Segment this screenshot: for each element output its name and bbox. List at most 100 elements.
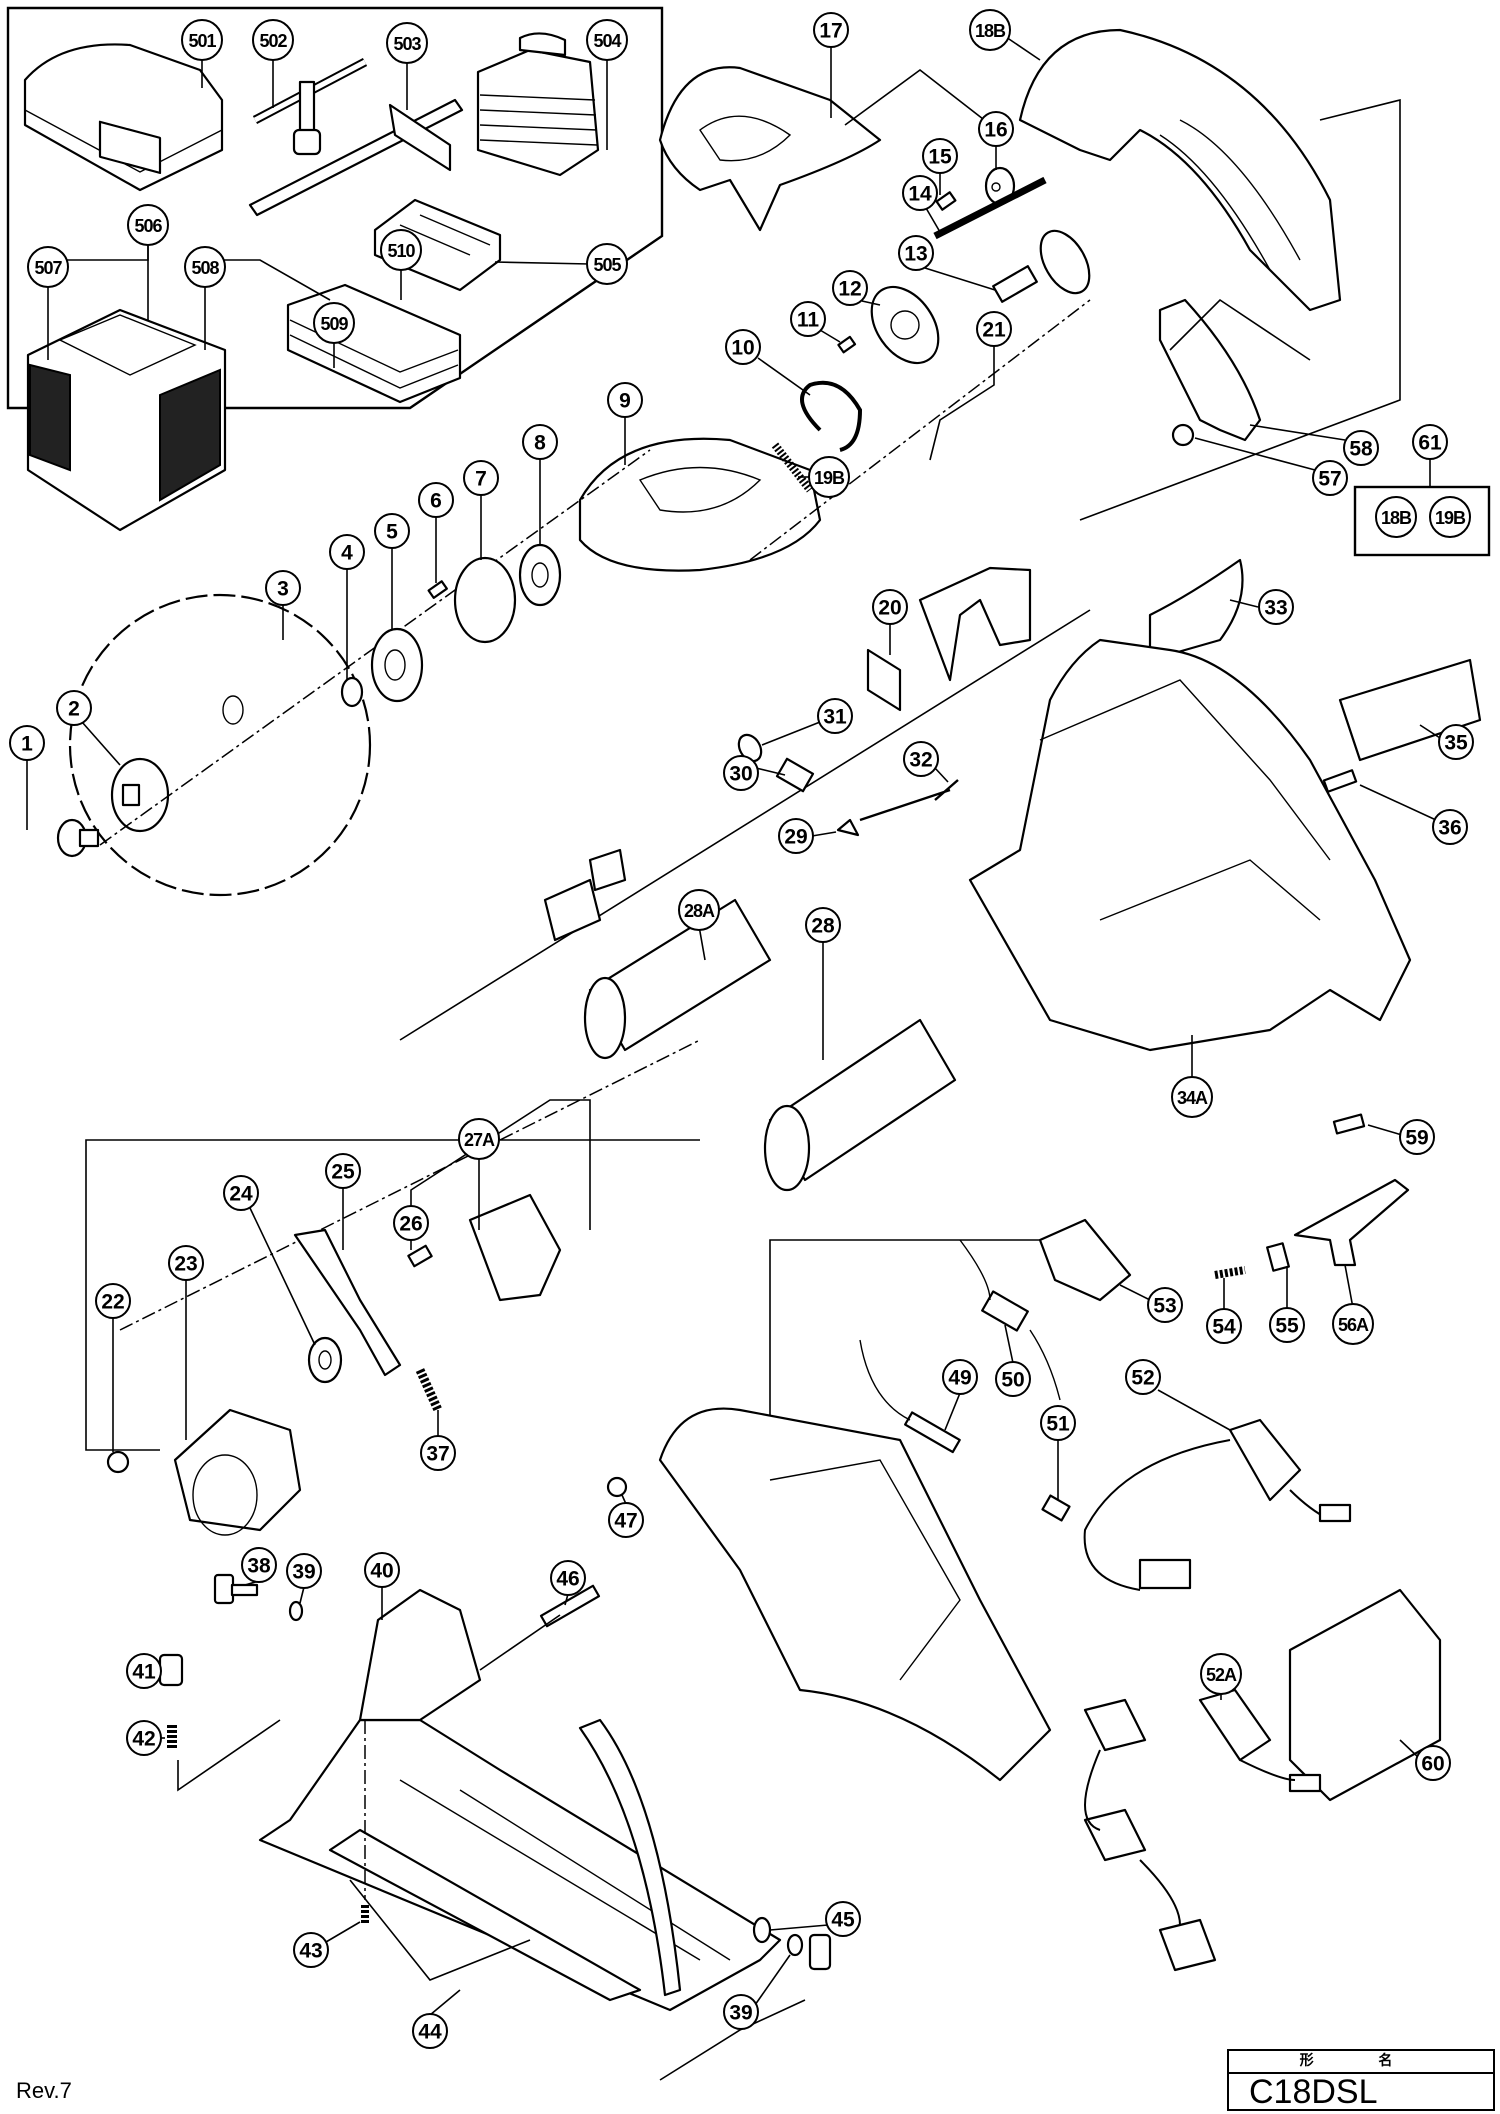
part-4-washer [340,568,364,708]
revision-label: Rev.7 [16,2078,72,2103]
callout-circle [95,1283,131,1319]
callout-label: 18B [1381,508,1412,528]
title-block: 形 名 C18DSL [1227,2049,1495,2111]
callout-508: 508 [184,246,226,288]
callout-circle [976,311,1012,347]
callout-504: 504 [586,19,628,61]
callout-circle [586,19,628,61]
callout-label: 61 [1418,432,1442,455]
callout-61: 61 [1412,424,1448,460]
callout-label: 47 [614,1510,637,1533]
callout-circle [1375,496,1417,538]
callout-label: 505 [593,255,621,275]
callout-40: 40 [364,1552,400,1588]
callout-label: 501 [188,31,216,51]
callout-label: 502 [259,31,287,51]
callout-circle [380,229,422,271]
callout-label: 42 [132,1728,155,1751]
callout-label: 50 [1001,1369,1024,1392]
part-2-outer-washer [81,721,170,833]
callout-circle [790,301,826,337]
callout-11: 11 [790,301,826,337]
callout-label: 11 [797,309,820,332]
callout-circle [1412,424,1448,460]
callout-circle [1343,430,1379,466]
part-23-gear-cover [173,1279,302,1536]
callout-label: 51 [1046,1413,1070,1436]
callout-14: 14 [902,175,938,211]
callout-circle [1171,1076,1213,1118]
callout-circle [126,1720,162,1756]
callout-circle [1206,1308,1242,1344]
part-52-harness [1083,1389,1352,1591]
callout-circle [586,243,628,285]
part-54-spring [1214,1266,1246,1310]
callout-52A: 52A [1200,1653,1242,1695]
callout-circle [903,741,939,777]
callout-label: 13 [904,243,927,266]
callout-label: 38 [247,1555,271,1578]
callout-circle [329,534,365,570]
callout-label: 17 [819,20,842,43]
callout-45: 45 [825,1901,861,1937]
guard-axis-line [749,299,1091,561]
callout-57: 57 [1312,460,1348,496]
callout-label: 22 [101,1291,124,1314]
part-59-label [1332,1113,1403,1136]
callout-3: 3 [265,570,301,606]
callout-label: 57 [1318,468,1341,491]
part-28-motor [763,941,957,1192]
callout-circle [1399,1119,1435,1155]
part-1-bolt [26,759,100,858]
callout-18B: 18B [969,9,1011,51]
callout-label: 39 [729,2002,752,2025]
callout-circle [725,329,761,365]
callout-label: 31 [823,706,847,729]
part-12-bearing-housing [861,285,940,365]
part-56A-trigger [1293,1178,1410,1309]
callout-circle [723,755,759,791]
callout-circle [1432,809,1468,845]
part-39-washer [288,1586,305,1622]
part-6-screw [427,516,448,599]
part-39b-washer-knob [659,1933,832,2081]
callout-label: 506 [134,216,162,236]
callout-label: 55 [1275,1315,1299,1338]
callout-circle [420,1435,456,1471]
callout-circle [832,270,868,306]
part-29-screw [811,818,860,837]
callout-label: 32 [909,749,932,772]
callout-circle [825,1901,861,1937]
callout-label: 6 [430,490,442,513]
callout-35: 35 [1438,724,1474,760]
callout-circle [978,111,1014,147]
callout-19B: 19B [808,456,850,498]
guard-bracket [1079,98,1401,521]
base-callout-bracket [349,1879,531,1981]
part-40-angle-bracket [358,1586,482,1722]
part-handle-cover [658,1407,1052,1782]
callout-circle [942,1359,978,1395]
accessory-frame [6,6,664,410]
callout-51: 51 [1040,1405,1076,1441]
callout-circle [607,382,643,418]
callout-circle [872,589,908,625]
part-42-spring [160,1719,281,1792]
callout-label: 41 [132,1661,156,1684]
callout-circle [393,1205,429,1241]
part-503-guide [248,59,464,217]
callout-6: 6 [418,482,454,518]
part-31-lamp [737,721,821,763]
title-block-header: 形 名 [1229,2051,1493,2074]
callout-label: 46 [556,1568,579,1591]
callout-label: 23 [174,1253,197,1276]
callout-circle [808,456,850,498]
part-20-label [866,623,902,712]
callout-label: 56A [1338,1315,1369,1335]
part-13-gear-shaft [924,229,1091,303]
part-34A-housing [968,638,1412,1081]
callout-label: 28A [684,901,715,921]
part-52A-harness [1083,1688,1322,1972]
callout-circle [1147,1287,1183,1323]
callout-label: 20 [878,597,901,620]
